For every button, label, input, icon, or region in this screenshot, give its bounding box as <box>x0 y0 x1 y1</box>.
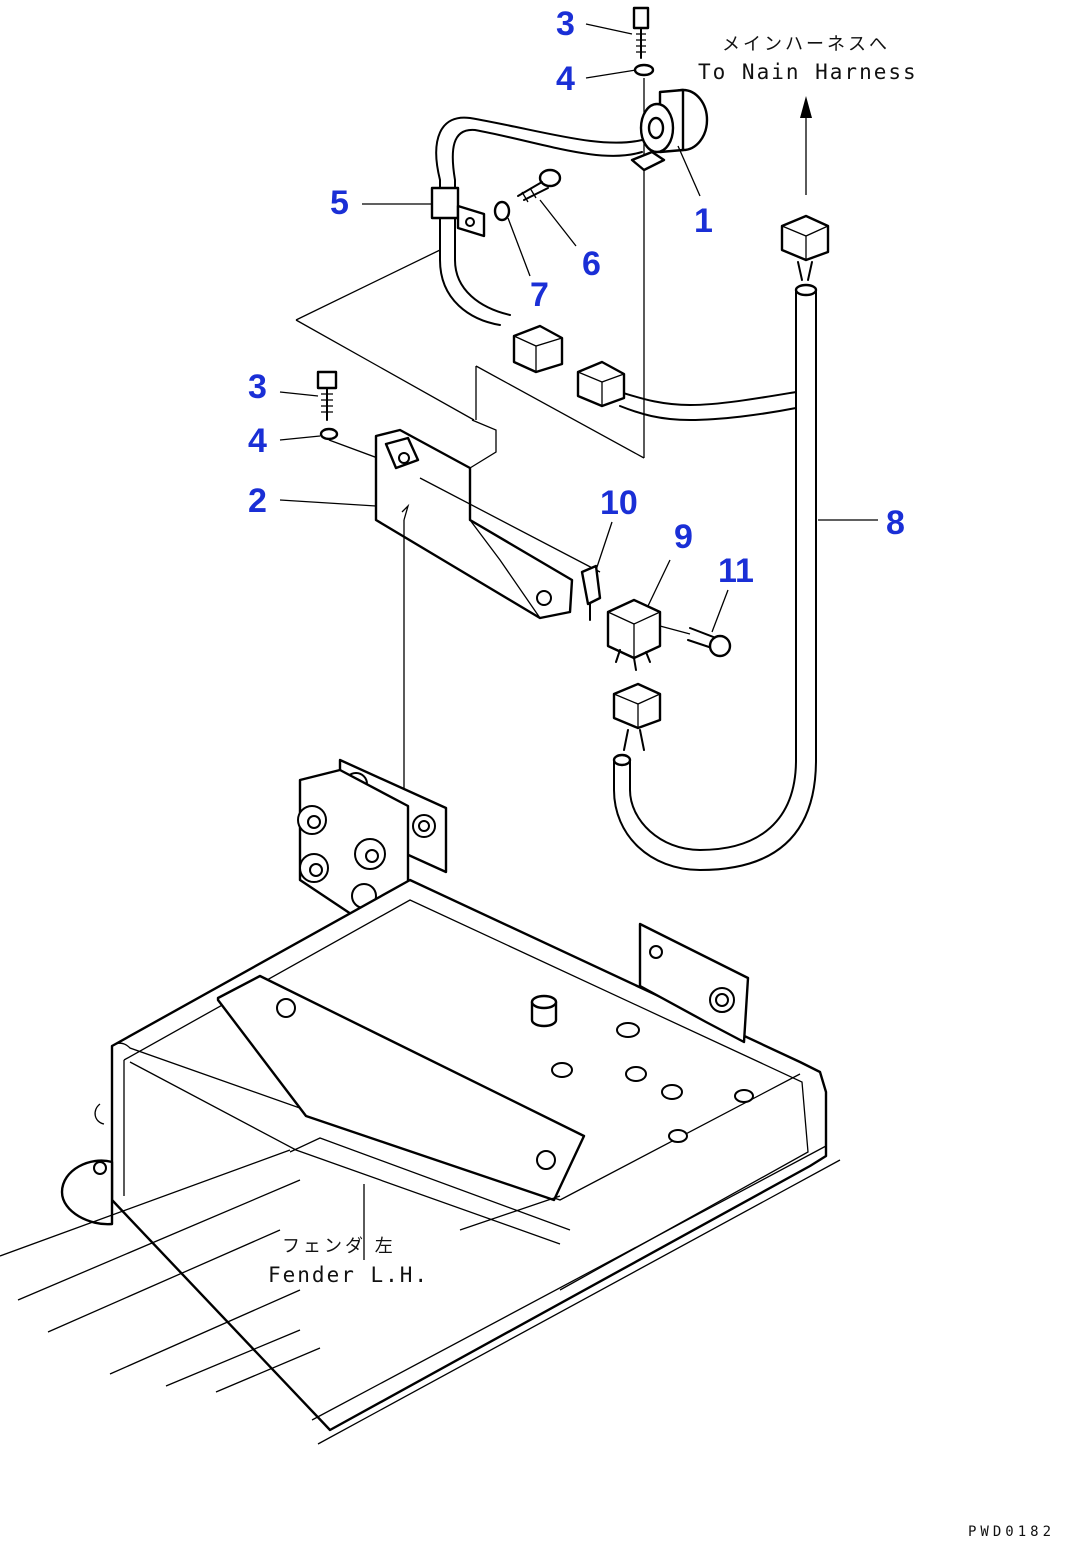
drawing-code: PWD0182 <box>968 1524 1055 1540</box>
bracket-assembly <box>316 370 732 918</box>
callout-5: 5 <box>330 184 349 222</box>
callout-6: 6 <box>582 245 601 283</box>
horn-assembly <box>295 6 709 459</box>
annotations: メインハーネスへ To Nain Harness フェンダ 左 Fender L… <box>268 34 1055 1540</box>
callout-11: 11 <box>718 552 754 590</box>
fender-label-jp: フェンダ 左 <box>282 1236 396 1257</box>
main-harness-label-jp: メインハーネスへ <box>722 34 890 55</box>
callout-10: 10 <box>600 484 638 522</box>
callout-4-mid: 4 <box>248 422 267 460</box>
fender-frame <box>0 758 841 1445</box>
callout-1: 1 <box>694 202 713 240</box>
callout-9: 9 <box>674 518 693 556</box>
callout-4-top: 4 <box>556 60 575 98</box>
callout-2: 2 <box>248 482 267 520</box>
callout-8: 8 <box>886 504 905 542</box>
fender-label-en: Fender L.H. <box>268 1263 429 1287</box>
callout-labels: 3 4 5 6 7 1 3 4 2 10 9 11 8 <box>248 5 905 590</box>
callout-3-top: 3 <box>556 5 575 43</box>
main-harness-label-en: To Nain Harness <box>698 60 918 84</box>
wiring-harness <box>576 96 830 871</box>
leader-lines <box>279 23 878 633</box>
callout-3-mid: 3 <box>248 368 267 406</box>
callout-7: 7 <box>530 276 549 314</box>
